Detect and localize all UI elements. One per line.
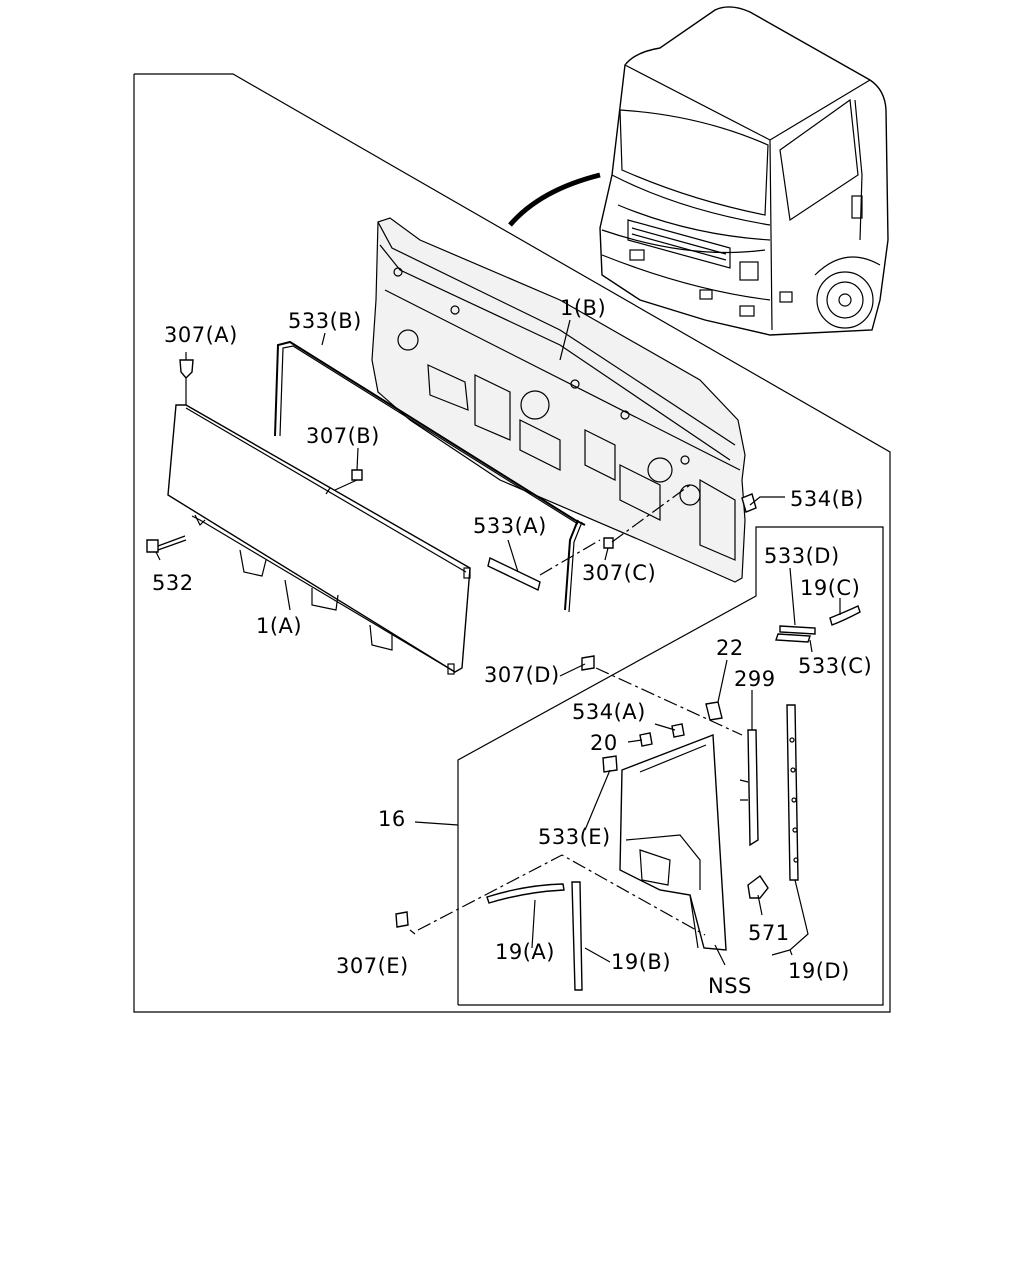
label-307d: 307(D) [484, 663, 560, 687]
label-307e: 307(E) [336, 954, 409, 978]
part-19d-strip [786, 704, 799, 881]
label-16: 16 [378, 807, 406, 831]
label-299: 299 [734, 667, 776, 691]
label-534b: 534(B) [790, 487, 864, 511]
truck-cab-illustration [508, 6, 889, 336]
label-533c: 533(C) [798, 654, 872, 678]
label-307a: 307(A) [164, 323, 238, 347]
label-533a: 533(A) [473, 514, 547, 538]
label-571: 571 [748, 921, 790, 945]
inset-frame [457, 526, 884, 1006]
part-1b-cowl-panel [371, 217, 746, 583]
label-1a: 1(A) [256, 614, 302, 638]
label-533b: 533(B) [288, 309, 362, 333]
label-19a: 19(A) [495, 940, 555, 964]
label-307c: 307(C) [582, 561, 656, 585]
label-534a: 534(A) [572, 700, 646, 724]
label-533e: 533(E) [538, 825, 611, 849]
label-19d: 19(D) [788, 959, 850, 983]
trim-strips [486, 605, 861, 991]
label-20: 20 [590, 731, 618, 755]
label-307b: 307(B) [306, 424, 380, 448]
part-299-bracket [739, 729, 759, 847]
label-532: 532 [152, 571, 194, 595]
label-1b: 1(B) [560, 296, 606, 320]
part-533a-strip [487, 519, 583, 613]
outer-frame [133, 73, 891, 1013]
label-533d: 533(D) [764, 544, 840, 568]
part-571-clip [747, 874, 769, 899]
part-16-side-panel [619, 734, 727, 951]
label-nss: NSS [708, 974, 752, 998]
label-19b: 19(B) [611, 950, 671, 974]
label-19c: 19(C) [800, 576, 860, 600]
label-22: 22 [716, 636, 744, 660]
leader-lines [155, 319, 841, 966]
